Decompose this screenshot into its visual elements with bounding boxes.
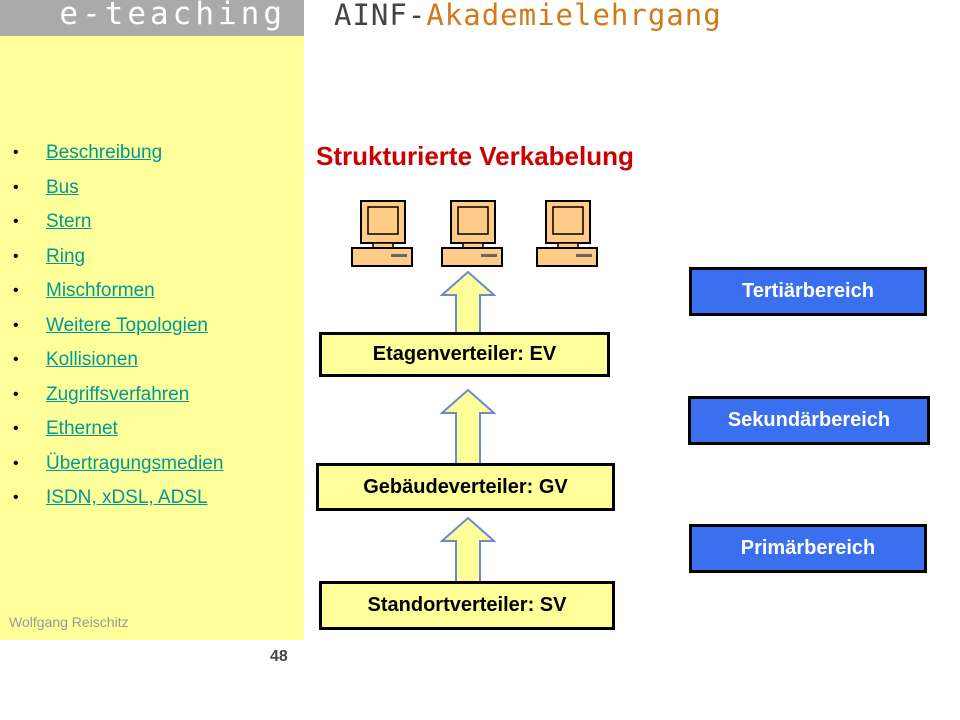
brand-left-text: e-teaching <box>59 0 286 32</box>
nav-item-isdn-xdsl-adsl: • ISDN, xDSL, ADSL <box>0 484 223 519</box>
bullet-icon: • <box>13 178 19 196</box>
computer-icon <box>351 200 413 267</box>
nav-item-ethernet: • Ethernet <box>0 415 223 450</box>
computer-icon <box>441 200 503 267</box>
nav-item-ring: • Ring <box>0 243 223 278</box>
bullet-icon: • <box>13 316 19 334</box>
bullet-icon: • <box>13 144 19 161</box>
bullet-icon: • <box>13 489 19 506</box>
nav-item-uebertragungsmedien: • Übertragungsmedien <box>0 450 223 485</box>
bullet-icon: • <box>13 385 19 403</box>
nav-item-stern: • Stern <box>0 208 223 243</box>
distributor-etagenverteiler: Etagenverteiler: EV <box>319 332 610 377</box>
brand-left-banner: e-teaching <box>0 0 304 36</box>
bullet-icon: • <box>13 282 19 299</box>
distributor-gebaeudeverteiler: Gebäudeverteiler: GV <box>316 463 615 511</box>
nav-link-isdn-xdsl-adsl[interactable]: ISDN, xDSL, ADSL <box>46 487 208 508</box>
author-name: Wolfgang Reischitz <box>9 614 129 630</box>
nav-link-mischformen[interactable]: Mischformen <box>46 280 155 301</box>
bullet-icon: • <box>13 351 19 368</box>
nav-item-bus: • Bus <box>0 174 223 209</box>
nav-link-bus[interactable]: Bus <box>46 176 79 198</box>
nav-list: • Beschreibung • Bus • Stern • Ring • Mischfo… <box>0 139 223 519</box>
page-number: 48 <box>270 648 288 665</box>
nav-item-beschreibung: • Beschreibung <box>0 139 223 174</box>
nav-link-stern[interactable]: Stern <box>46 211 92 232</box>
area-tertiaerbereich: Tertiärbereich <box>689 267 927 316</box>
nav-link-uebertragungsmedien[interactable]: Übertragungsmedien <box>46 452 224 474</box>
nav-link-beschreibung[interactable]: Beschreibung <box>46 142 163 163</box>
bullet-icon: • <box>13 213 19 230</box>
bullet-icon: • <box>13 420 19 437</box>
up-arrow-icon <box>440 389 496 471</box>
nav-link-ring[interactable]: Ring <box>46 245 86 267</box>
bullet-icon: • <box>13 454 19 472</box>
slide-title: Strukturierte Verkabelung <box>316 141 634 171</box>
nav-item-kollisionen: • Kollisionen <box>0 346 223 381</box>
distributor-standortverteiler: Standortverteiler: SV <box>319 581 615 630</box>
nav-link-ethernet[interactable]: Ethernet <box>46 418 118 439</box>
brand-right-prefix: AINF- <box>334 0 427 32</box>
area-primaerbereich: Primärbereich <box>689 524 927 573</box>
sidebar: e-teaching • Beschreibung • Bus • Stern • Ri… <box>0 0 304 640</box>
nav-link-zugriffsverfahren[interactable]: Zugriffsverfahren <box>46 383 190 405</box>
brand-right-suffix: Akademielehrgang <box>426 0 722 32</box>
nav-link-kollisionen[interactable]: Kollisionen <box>46 349 138 370</box>
nav-item-mischformen: • Mischformen <box>0 277 223 312</box>
computer-icon <box>536 200 598 267</box>
nav-link-weitere-topologien[interactable]: Weitere Topologien <box>46 314 208 336</box>
nav-item-zugriffsverfahren: • Zugriffsverfahren <box>0 381 223 416</box>
bullet-icon: • <box>13 247 19 265</box>
brand-right-title: AINF-Akademielehrgang <box>334 0 722 32</box>
nav-item-weitere-topologien: • Weitere Topologien <box>0 312 223 347</box>
area-sekundaerbereich: Sekundärbereich <box>688 396 930 445</box>
